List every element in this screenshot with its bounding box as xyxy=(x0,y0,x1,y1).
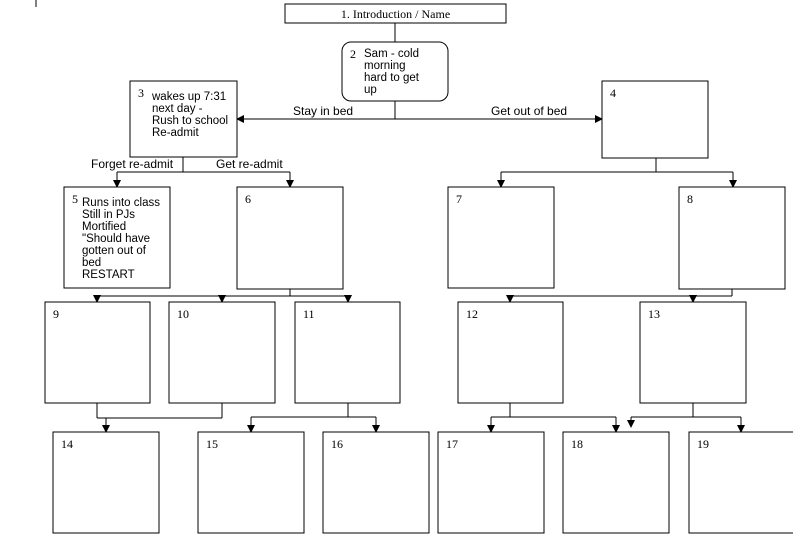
node-2-line: morning xyxy=(364,60,406,72)
edge-label-get-out-of-bed: Get out of bed xyxy=(491,104,567,118)
node-8: 8 xyxy=(678,186,786,290)
node-5-number: 5 xyxy=(72,192,78,206)
node-16-box xyxy=(322,431,430,534)
node-14-number: 14 xyxy=(61,437,73,451)
node-3-line: Rush to school xyxy=(152,115,228,127)
connectors xyxy=(93,23,745,433)
node-6-box xyxy=(236,186,344,290)
node-8-box xyxy=(678,186,786,290)
node-7-box xyxy=(447,186,555,289)
node-11: 11 xyxy=(294,301,401,404)
node-18: 18 xyxy=(562,431,670,534)
node-2-line: Sam - cold xyxy=(364,48,419,60)
node-14-box xyxy=(52,431,160,534)
node-18-number: 18 xyxy=(571,437,583,451)
node-5-line: Still in PJs xyxy=(82,209,135,221)
node-1: 1. Introduction / Name xyxy=(284,3,507,24)
node-7-number: 7 xyxy=(456,192,462,206)
node-4-box xyxy=(601,80,709,159)
node-10-box xyxy=(168,301,276,404)
node-5-line: Runs into class xyxy=(82,197,160,209)
node-3-box xyxy=(129,80,238,158)
node-6: 6 xyxy=(236,186,344,290)
node-3-line: next day - xyxy=(152,103,203,115)
node-18-box xyxy=(562,431,670,534)
node-7: 7 xyxy=(447,186,555,289)
node-17-number: 17 xyxy=(446,437,458,451)
edge-label-stay-in-bed: Stay in bed xyxy=(293,104,353,118)
node-17-box xyxy=(437,431,545,534)
node-1-title: 1. Introduction / Name xyxy=(341,7,450,21)
node-10: 10 xyxy=(168,301,276,404)
node-19-box xyxy=(688,431,793,534)
node-19-number: 19 xyxy=(697,437,709,451)
node-5-line: RESTART xyxy=(82,269,135,281)
node-11-number: 11 xyxy=(303,307,315,321)
node-5-box xyxy=(63,186,171,289)
node-2-box xyxy=(341,41,449,102)
node-13-box xyxy=(639,301,747,404)
node-8-number: 8 xyxy=(687,192,693,206)
node-2-line: up xyxy=(364,84,377,96)
node-9: 9 xyxy=(44,301,151,404)
node-14: 14 xyxy=(52,431,160,534)
node-5-line: "Should have xyxy=(82,233,150,245)
node-6-number: 6 xyxy=(245,192,251,206)
node-16: 16 xyxy=(322,431,430,534)
node-12-number: 12 xyxy=(466,307,478,321)
node-2-number: 2 xyxy=(350,47,356,61)
node-12-box xyxy=(457,301,564,404)
node-13-number: 13 xyxy=(648,307,660,321)
node-10-number: 10 xyxy=(177,307,189,321)
node-15-box xyxy=(197,431,305,534)
node-15: 15 xyxy=(197,431,305,534)
node-3-number: 3 xyxy=(138,86,144,100)
node-9-number: 9 xyxy=(53,307,59,321)
node-5-line: bed xyxy=(82,257,101,269)
node-2-line: hard to get xyxy=(364,72,420,84)
node-16-number: 16 xyxy=(331,437,343,451)
node-4: 4 xyxy=(601,80,709,159)
node-11-box xyxy=(294,301,401,404)
node-19: 19 xyxy=(688,431,793,534)
node-5-line: gotten out of xyxy=(82,245,147,257)
node-12: 12 xyxy=(457,301,564,404)
node-3-line: wakes up 7:31 xyxy=(151,91,226,103)
node-4-number: 4 xyxy=(610,86,616,100)
node-5-line: Mortified xyxy=(82,221,126,233)
node-15-number: 15 xyxy=(206,437,218,451)
node-9-box xyxy=(44,301,151,404)
edge-label-get-readmit: Get re-admit xyxy=(216,157,283,171)
node-17: 17 xyxy=(437,431,545,534)
node-3-line: Re-admit xyxy=(152,127,199,139)
node-13: 13 xyxy=(639,301,747,404)
edge-label-forget-readmit: Forget re-admit xyxy=(91,157,174,171)
